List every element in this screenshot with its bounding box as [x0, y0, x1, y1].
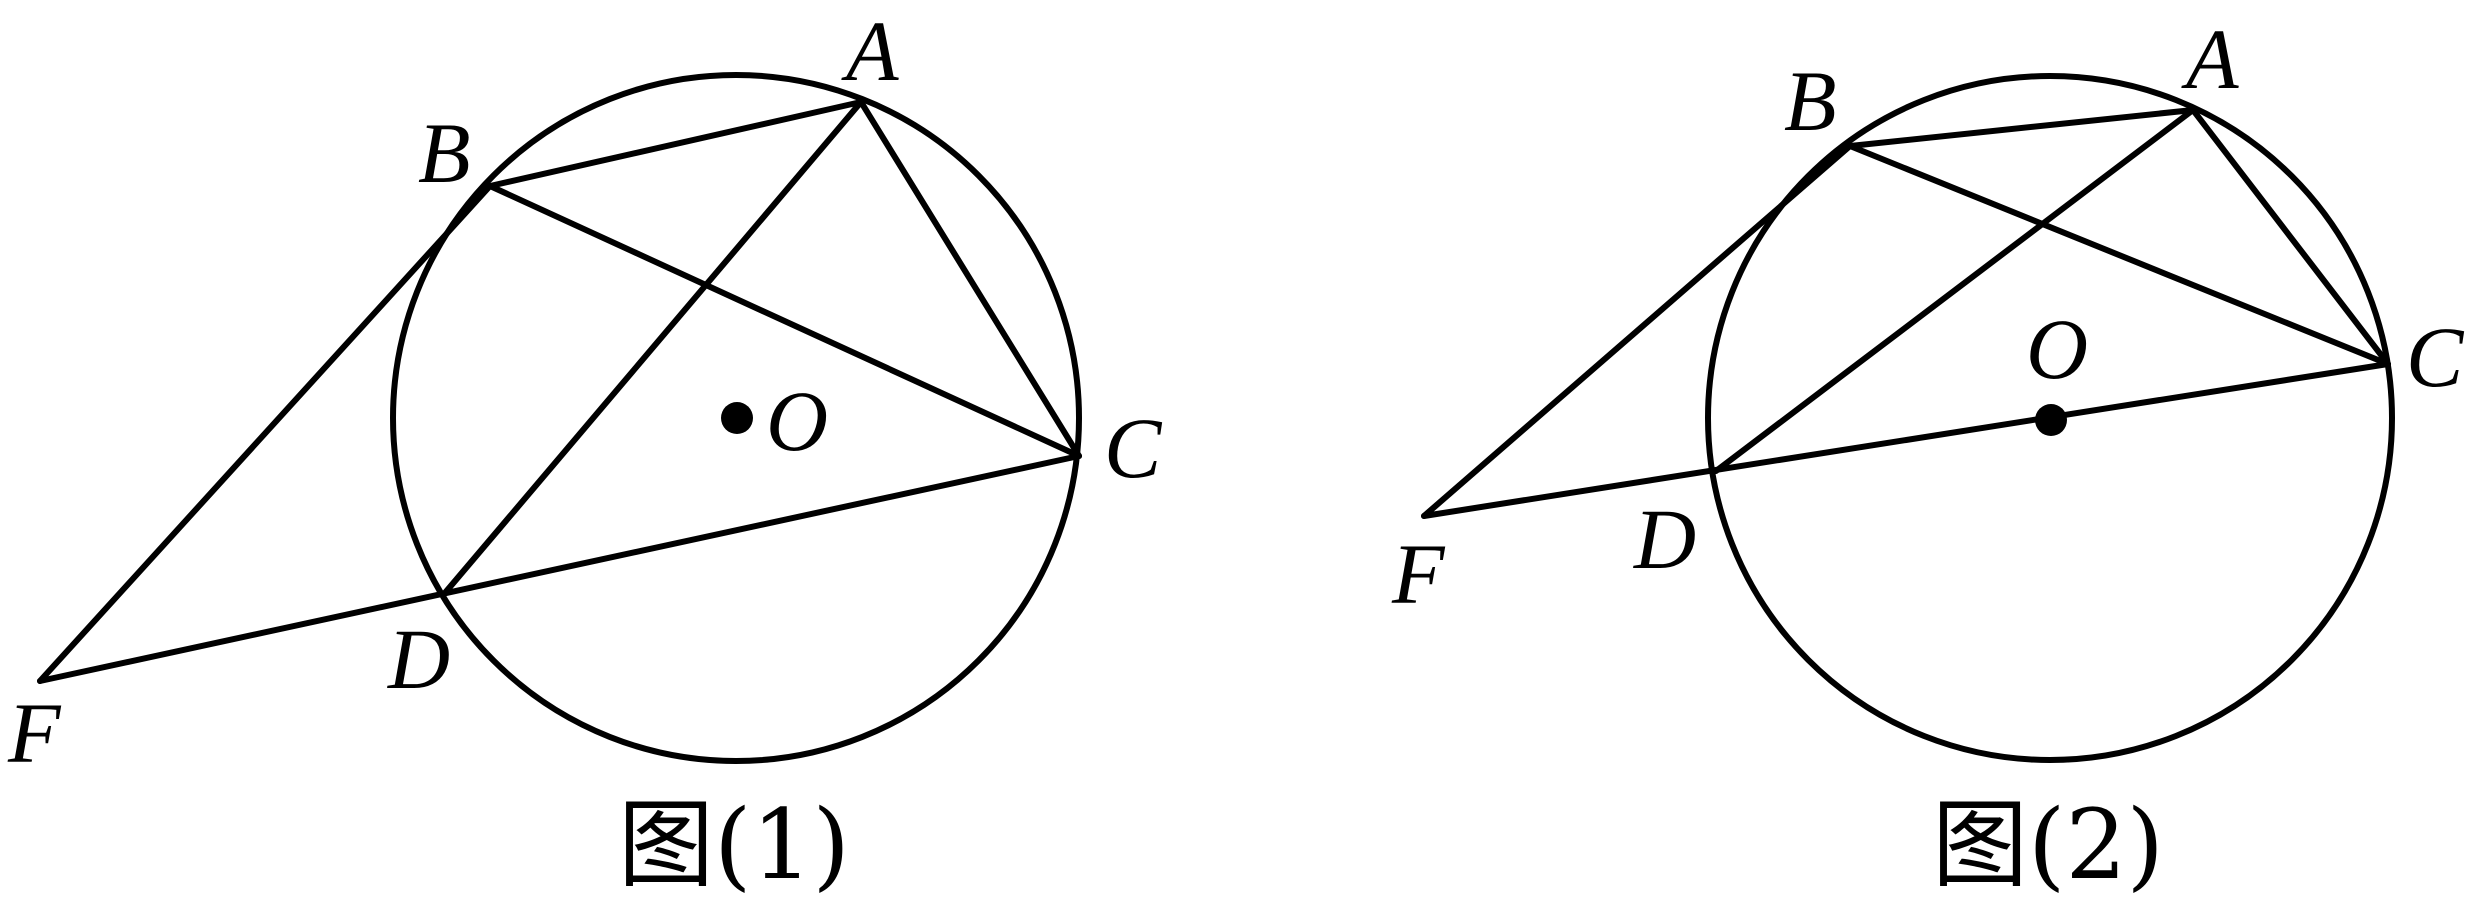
label-b: B [1784, 53, 1837, 149]
label-c: C [1104, 400, 1163, 496]
segment-fc [1421, 361, 2391, 519]
caption-figure-1: 图(1) [618, 789, 850, 901]
segment-ad [441, 99, 864, 597]
label-c: C [2406, 309, 2465, 405]
circle-o [390, 72, 1082, 764]
label-a: A [841, 3, 899, 99]
label-o: O [2026, 301, 2088, 397]
center-point-o [721, 402, 753, 434]
figure-2: A B C D F O 图(2) [1391, 11, 2465, 901]
segment-ba [487, 99, 864, 189]
label-o: O [766, 373, 828, 469]
label-a: A [2181, 11, 2239, 107]
figure-1: A B C D F O 图(1) [7, 3, 1163, 901]
segment-fb [37, 183, 493, 684]
segment-ad [1713, 107, 2196, 474]
segment-ac [858, 99, 1082, 459]
segment-fb [1421, 143, 1853, 519]
label-b: B [418, 105, 471, 201]
segment-ac [2190, 107, 2391, 367]
label-f: F [1391, 526, 1446, 622]
segment-bc [487, 183, 1082, 459]
circle-o [1705, 73, 2395, 763]
label-d: D [1633, 491, 1696, 587]
segment-fc [37, 453, 1082, 684]
caption-figure-2: 图(2) [1932, 789, 2164, 901]
label-f: F [7, 685, 62, 781]
center-point-o [2035, 404, 2067, 436]
label-d: D [387, 611, 450, 707]
segment-ba [1847, 107, 2196, 149]
segment-bc [1847, 143, 2391, 367]
